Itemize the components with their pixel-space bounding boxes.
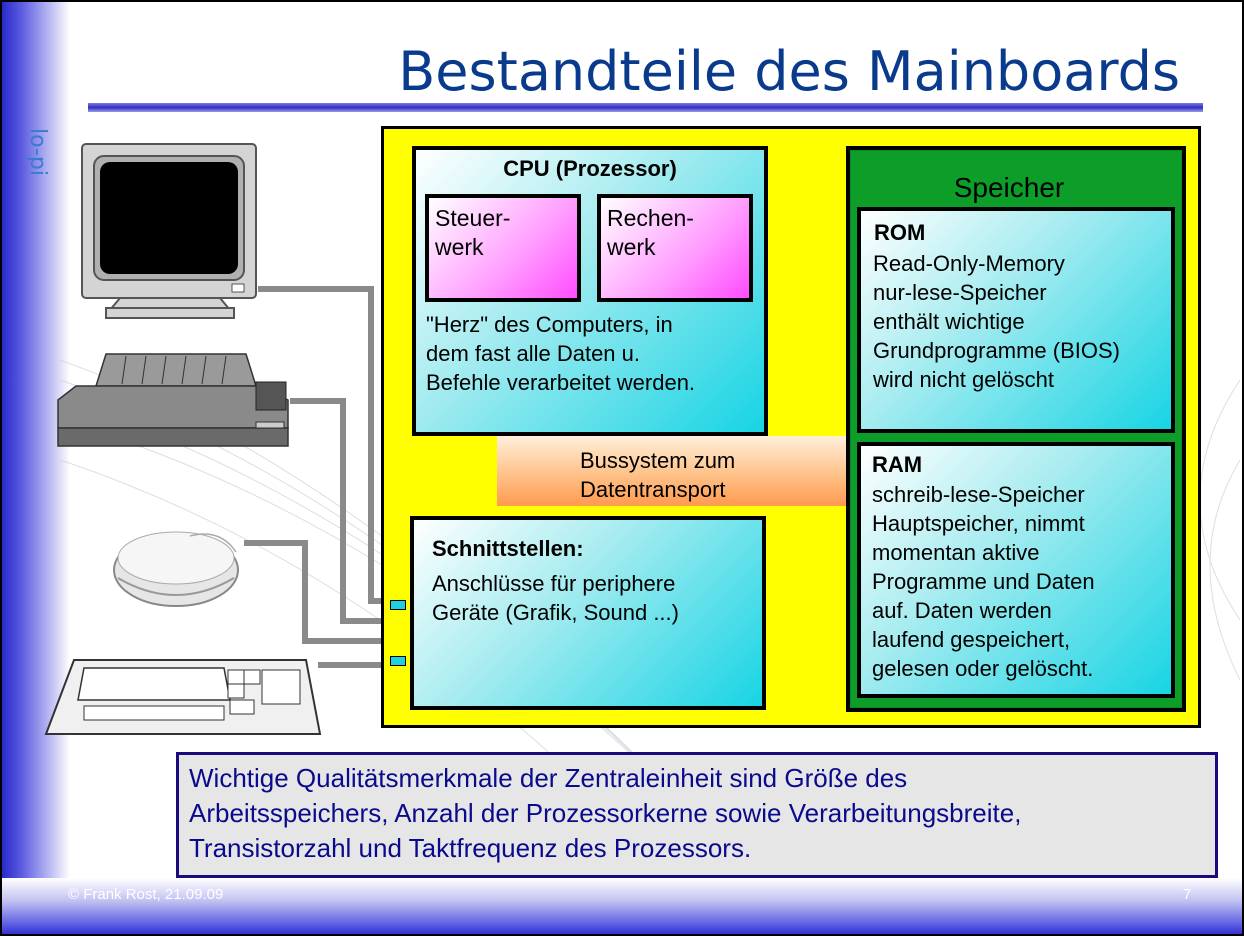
- keyboard-cable: [318, 662, 418, 668]
- mouse-cable-vertical: [302, 540, 308, 644]
- rom-line-3: enthält wichtige: [873, 309, 1025, 334]
- bus-line-1: Bussystem zum: [580, 448, 736, 473]
- ram-line-5: auf. Daten werden: [872, 598, 1052, 623]
- mouse-icon: [113, 531, 239, 607]
- schnittstellen-description: Anschlüsse für periphere Geräte (Grafik,…: [432, 569, 679, 627]
- rom-line-2: nur-lese-Speicher: [873, 280, 1047, 305]
- printer-cable: [290, 398, 346, 404]
- rom-description: Read-Only-Memory nur-lese-Speicher enthä…: [873, 249, 1120, 394]
- page-number: 7: [1183, 886, 1192, 903]
- speicher-label: Speicher: [953, 172, 1065, 203]
- steuerwerk-label: Steuer- werk: [435, 204, 510, 262]
- slide-title: Bestandteile des Mainboards: [398, 40, 1180, 103]
- rechenwerk-line-1: Rechen-: [607, 205, 694, 231]
- schnittstellen-title: Schnittstellen:: [432, 536, 584, 561]
- quality-note-text: Wichtige Qualitätsmerkmale der Zentralei…: [189, 761, 1205, 866]
- logo-text: lo-pi: [25, 128, 50, 176]
- mouse-cable-end: [302, 638, 418, 644]
- ram-line-6: laufend gespeichert,: [872, 627, 1071, 652]
- printer-cable-end: [340, 618, 418, 624]
- ram-title: RAM: [872, 452, 923, 477]
- ram-line-4: Programme und Daten: [872, 569, 1095, 594]
- printer-cable-vertical: [340, 398, 346, 624]
- rom-line-4: Grundprogramme (BIOS): [873, 338, 1120, 363]
- steuerwerk-line-1: Steuer-: [435, 205, 511, 231]
- ram-line-2: Hauptspeicher, nimmt: [872, 511, 1085, 536]
- rom-box: [857, 207, 1175, 433]
- schnittstellen-line-1: Anschlüsse für periphere: [432, 571, 676, 596]
- rom-line-5: wird nicht gelöscht: [873, 367, 1054, 392]
- cpu-description: "Herz" des Computers, in dem fast alle D…: [426, 310, 695, 397]
- rechenwerk-line-2: werk: [607, 234, 656, 260]
- bus-system: [497, 436, 853, 506]
- port-connector: [390, 600, 406, 610]
- monitor-cable: [258, 286, 374, 292]
- quality-line-2: Arbeitsspeichers, Anzahl der Prozessorke…: [189, 798, 1022, 828]
- rechenwerk-box: Rechen- werk: [597, 194, 753, 302]
- quality-line-3: Transistorzahl und Taktfrequenz des Proz…: [189, 833, 752, 863]
- bus-label: Bussystem zum Datentransport: [580, 446, 735, 504]
- ram-box: [857, 442, 1175, 698]
- rechenwerk-label: Rechen- werk: [607, 204, 694, 262]
- steuerwerk-line-2: werk: [435, 234, 484, 260]
- quality-note-box: Wichtige Qualitätsmerkmale der Zentralei…: [176, 752, 1218, 878]
- ram-description: schreib-lese-Speicher Hauptspeicher, nim…: [872, 480, 1095, 683]
- mouse-cable: [244, 540, 308, 546]
- cpu-title: CPU (Prozessor): [503, 156, 677, 181]
- monitor-cable-vertical: [368, 286, 374, 604]
- quality-line-1: Wichtige Qualitätsmerkmale der Zentralei…: [189, 763, 908, 793]
- cpu-description-line-1: "Herz" des Computers, in: [426, 312, 673, 337]
- rom-title: ROM: [874, 220, 926, 245]
- cpu-description-line-3: Befehle verarbeitet werden.: [426, 370, 696, 395]
- keyboard-icon: [44, 659, 322, 735]
- rom-line-1: Read-Only-Memory: [873, 251, 1065, 276]
- printer-icon: [57, 353, 289, 447]
- ram-line-3: momentan aktive: [872, 540, 1040, 565]
- port-connector: [390, 656, 406, 666]
- footer-copyright: © Frank Rost, 21.09.09: [68, 886, 224, 903]
- schnittstellen-line-2: Geräte (Grafik, Sound ...): [432, 600, 679, 625]
- monitor-icon: [81, 143, 257, 319]
- steuerwerk-box: Steuer- werk: [425, 194, 581, 302]
- cpu-description-line-2: dem fast alle Daten u.: [426, 341, 641, 366]
- bus-line-2: Datentransport: [580, 477, 726, 502]
- bottom-gradient-band: [0, 878, 1244, 936]
- ram-line-7: gelesen oder gelöscht.: [872, 656, 1094, 681]
- ram-line-1: schreib-lese-Speicher: [872, 482, 1085, 507]
- left-gradient-band: [0, 0, 70, 936]
- schnittstellen-box: [410, 516, 766, 710]
- title-underline: [88, 103, 1203, 112]
